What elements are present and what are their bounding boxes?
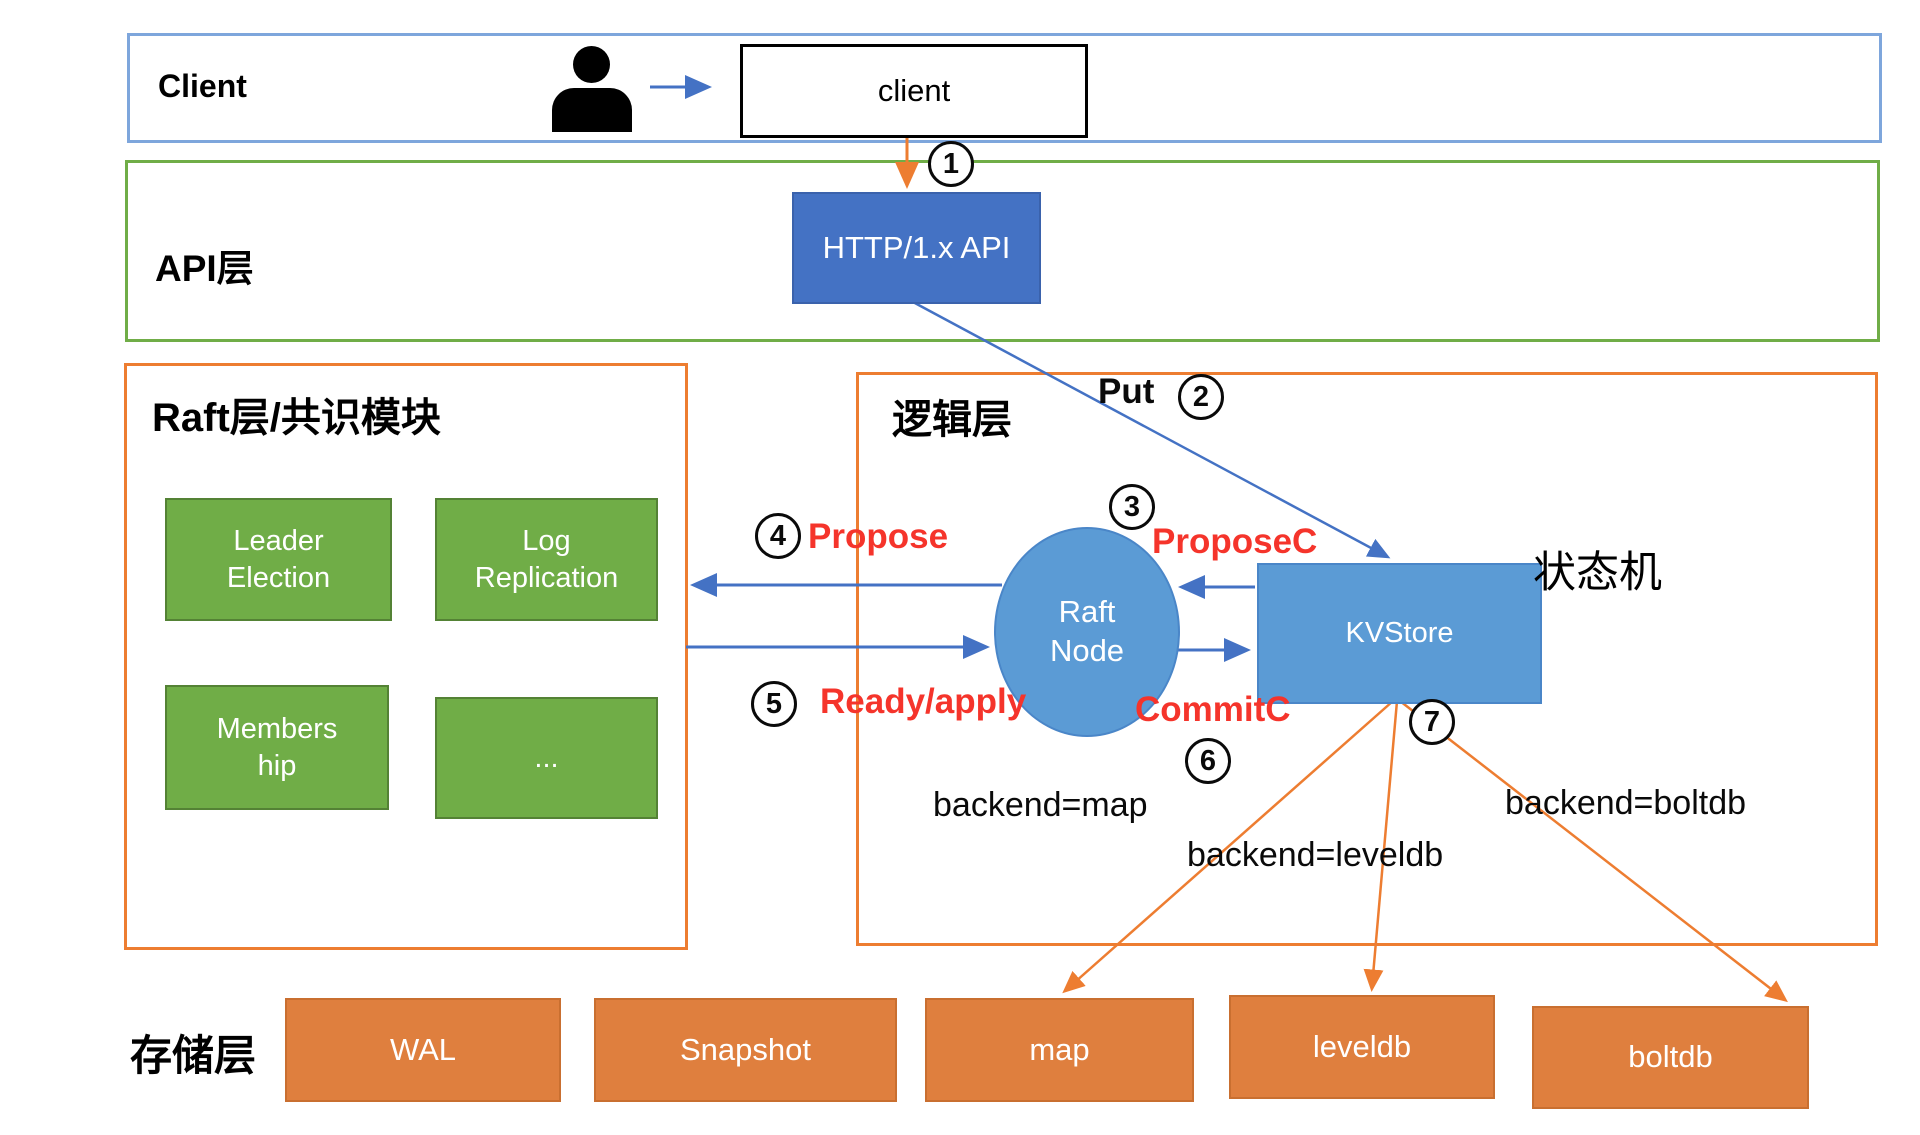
client-node: client: [740, 44, 1088, 138]
arrow-kvstore-to-map: [1062, 700, 1394, 994]
step-5-badge: 5: [751, 681, 797, 727]
storage-layer-title: 存储层: [130, 1032, 257, 1079]
state-machine-label: 状态机: [1533, 549, 1662, 597]
step-2-badge: 2: [1178, 374, 1224, 420]
kvstore-node: KVStore: [1257, 563, 1542, 704]
ready-apply-label: Ready/apply: [820, 682, 1027, 721]
user-person-icon: [552, 46, 632, 132]
snapshot-node: Snapshot: [594, 998, 897, 1102]
snapshot-label: Snapshot: [680, 1031, 811, 1067]
leveldb-node: leveldb: [1229, 995, 1495, 1099]
map-label: map: [1029, 1031, 1090, 1067]
log-replication-line1: Log: [522, 525, 571, 558]
more-modules-label: ...: [534, 741, 559, 774]
commit-c-label: CommitC: [1135, 690, 1291, 729]
leader-election-node: Leader Election: [165, 498, 392, 621]
leader-election-line2: Election: [226, 561, 331, 594]
backend-leveldb-label: backend=leveldb: [1187, 836, 1444, 874]
raft-node-line1: Raft: [1058, 594, 1116, 630]
logic-layer-box: [856, 372, 1878, 946]
api-layer-box: [125, 160, 1880, 342]
map-node: map: [925, 998, 1194, 1102]
backend-map-label: backend=map: [933, 786, 1148, 824]
wal-label: WAL: [389, 1031, 457, 1067]
http-api-node: HTTP/1.x API: [792, 192, 1041, 304]
arrow-kvstore-to-boltdb: [1399, 700, 1788, 1003]
leveldb-label: leveldb: [1312, 1028, 1412, 1064]
step-3-number: 3: [1123, 490, 1141, 523]
raft-layer-box: [124, 363, 688, 950]
http-api-label: HTTP/1.x API: [822, 229, 1011, 265]
log-replication-line2: Replication: [474, 561, 619, 594]
step-7-number: 7: [1423, 705, 1441, 738]
membership-node: Members hip: [165, 685, 389, 810]
step-4-badge: 4: [755, 513, 801, 559]
propose-c-label: ProposeC: [1152, 522, 1318, 561]
propose-label: Propose: [808, 517, 949, 556]
person-body-icon: [552, 88, 632, 132]
kvstore-label: KVStore: [1345, 617, 1454, 650]
raft-layer-title: Raft层/共识模块: [152, 396, 441, 440]
wal-node: WAL: [285, 998, 561, 1102]
step-2-number: 2: [1192, 380, 1210, 413]
log-replication-node: Log Replication: [435, 498, 658, 621]
step-6-badge: 6: [1185, 738, 1231, 784]
boltdb-label: boltdb: [1628, 1039, 1713, 1075]
step-7-badge: 7: [1409, 699, 1455, 745]
client-layer-box: [127, 33, 1882, 143]
arrow-kvstore-to-leveldb: [1363, 700, 1399, 992]
client-node-label: client: [877, 73, 951, 108]
step-3-badge: 3: [1109, 484, 1155, 530]
raft-node-ellipse: Raft Node: [994, 527, 1180, 737]
logic-layer-title: 逻辑层: [892, 398, 1012, 442]
arrow-http-to-kvstore: [912, 300, 1391, 559]
step-5-number: 5: [765, 687, 783, 720]
leader-election-line1: Leader: [233, 525, 324, 558]
membership-line2: hip: [257, 749, 297, 782]
step-4-number: 4: [769, 519, 787, 552]
backend-boltdb-label: backend=boltdb: [1505, 784, 1747, 822]
boltdb-node: boltdb: [1532, 1006, 1809, 1109]
membership-line1: Members: [216, 713, 338, 746]
put-label: Put: [1098, 372, 1155, 411]
raft-node-line2: Node: [1049, 633, 1125, 668]
step-1-badge: 1: [928, 141, 974, 187]
step-6-number: 6: [1199, 744, 1217, 777]
api-layer-title: API层: [155, 248, 254, 289]
step-1-number: 1: [942, 147, 960, 180]
more-modules-node: ...: [435, 697, 658, 819]
client-layer-title: Client: [158, 68, 247, 104]
person-head-icon: [573, 46, 610, 83]
